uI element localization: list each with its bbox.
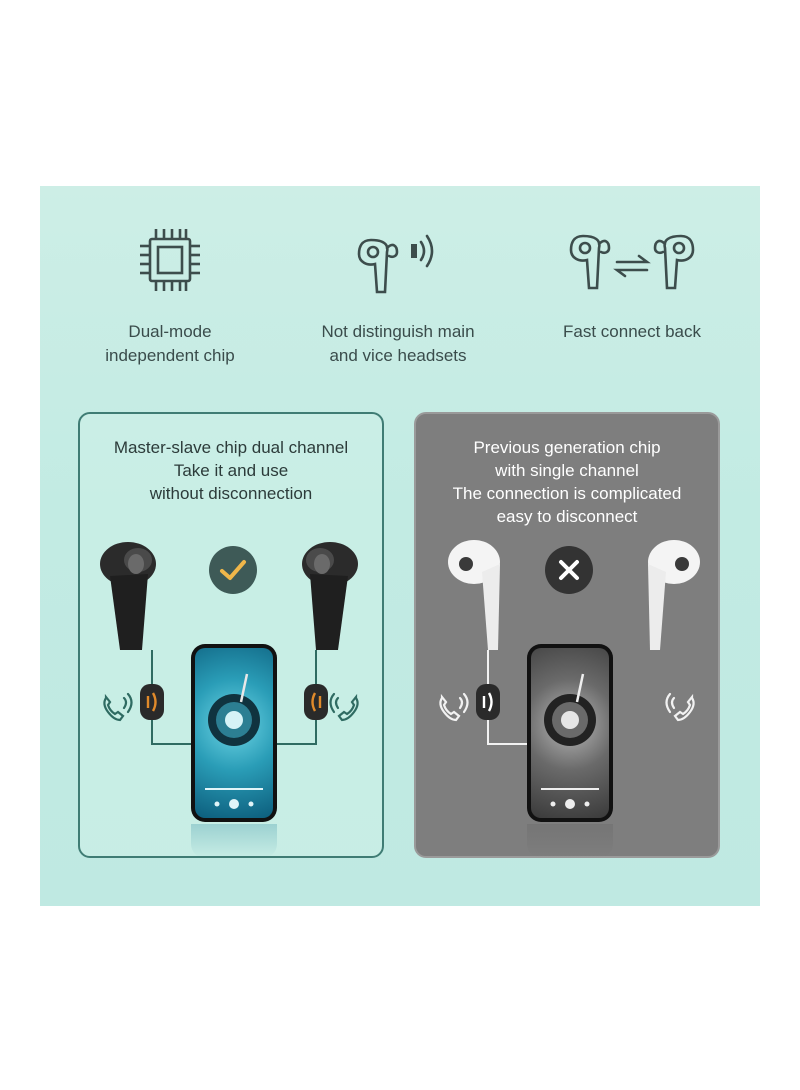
- smartphone-music-player: [527, 644, 613, 822]
- earbud-swap-icon: [569, 234, 695, 290]
- feature-label: Fast connect back: [563, 322, 701, 341]
- white-earbud-left: [448, 540, 500, 650]
- dual-channel-illustration: [100, 542, 359, 745]
- white-earbud-right: [648, 540, 700, 650]
- black-earbud-right: [302, 542, 358, 650]
- vinyl-disc-icon: [541, 673, 599, 809]
- feature-no-main-vice: Not distinguish main and vice headsets: [298, 226, 498, 368]
- single-channel-illustration: [439, 540, 700, 745]
- check-badge: [209, 546, 257, 594]
- black-earbud-left: [100, 542, 156, 650]
- panel-title: Previous generation chip with single cha…: [452, 438, 682, 526]
- earbud-signal-icon: [357, 234, 434, 294]
- phone-reflection: [191, 824, 277, 858]
- close-icon: [559, 560, 579, 580]
- feature-label: Dual-mode independent chip: [105, 322, 235, 365]
- dual-channel-panel: Master-slave chip dual channel Take it a…: [78, 412, 384, 858]
- single-channel-panel: Previous generation chip with single cha…: [414, 412, 720, 858]
- feature-dual-mode-chip: Dual-mode independent chip: [70, 226, 270, 368]
- panel-title: Master-slave chip dual channel Take it a…: [113, 438, 349, 503]
- check-icon: [220, 560, 246, 580]
- infographic: Dual-mode independent chip Not distingui…: [40, 186, 760, 906]
- phone-reflection: [527, 824, 613, 858]
- smartphone-music-player: [191, 644, 277, 822]
- cross-badge: [545, 546, 593, 594]
- feature-fast-connect: Fast connect back: [532, 226, 732, 344]
- feature-label: Not distinguish main and vice headsets: [321, 322, 475, 365]
- chip-icon: [140, 229, 200, 291]
- vinyl-disc-icon: [205, 673, 263, 809]
